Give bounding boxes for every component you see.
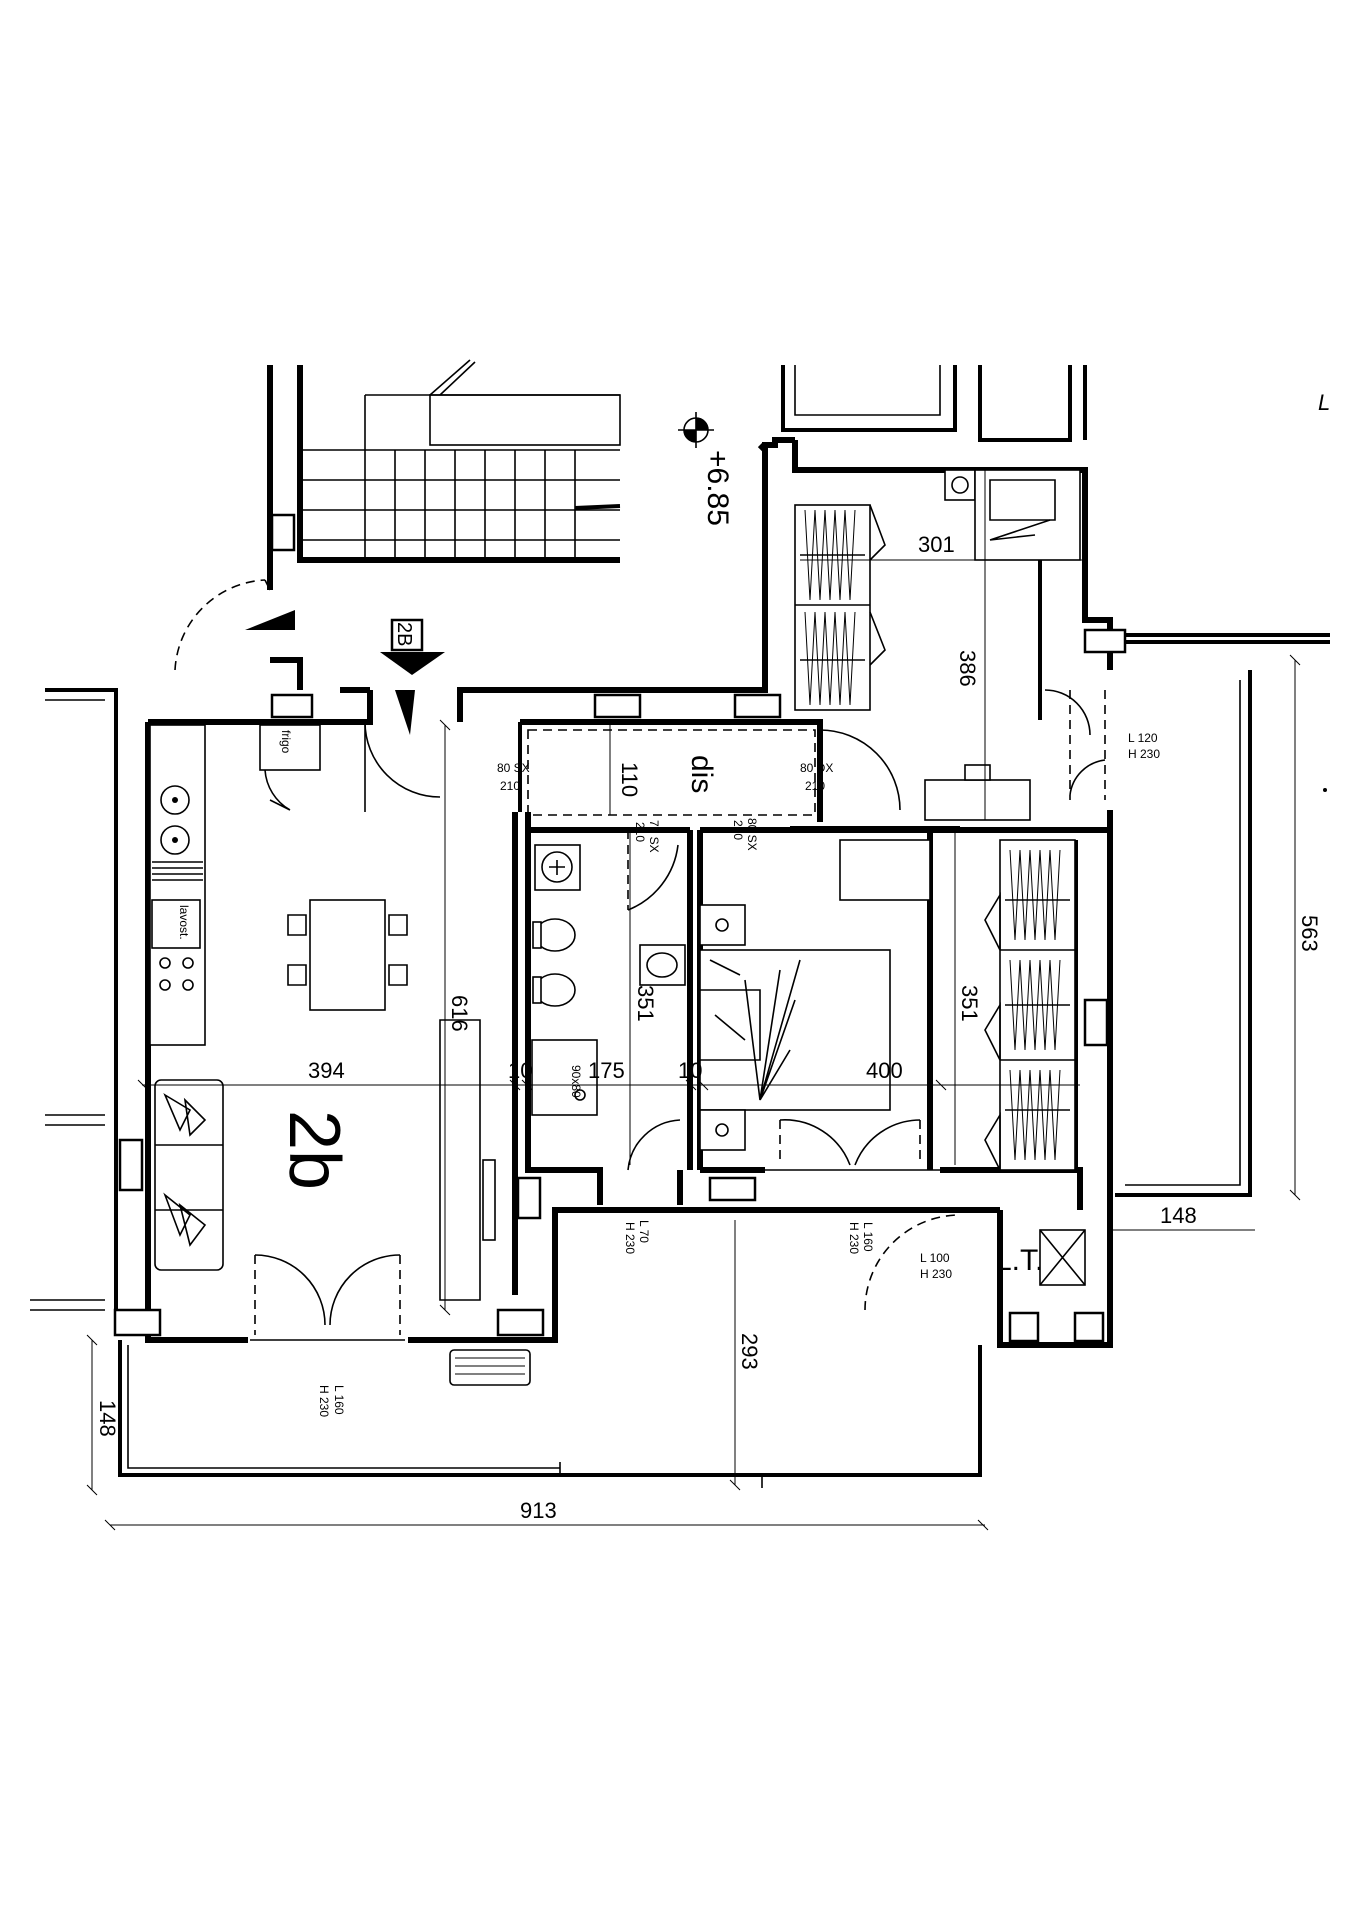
door-dis-right-h: 210 bbox=[805, 779, 825, 793]
entrance-tag: 2B bbox=[393, 622, 415, 646]
door-bath-h: 210 bbox=[633, 822, 647, 842]
level-label: +6.85 bbox=[701, 450, 734, 526]
dim-bedroom-height: 351 bbox=[957, 985, 982, 1022]
unit-label: 2b bbox=[274, 1110, 354, 1190]
bedroom-2: L 120 H 230 bbox=[794, 469, 1160, 821]
columns bbox=[113, 513, 1127, 1343]
window-bedroom-w: L 160 bbox=[861, 1222, 875, 1252]
dim-bedroom2-height: 386 bbox=[955, 650, 980, 687]
fridge-label: frigo bbox=[279, 730, 293, 754]
technical-room: L.T. L 100 H 230 L 160 H 230 bbox=[317, 1214, 1086, 1417]
living-furniture: lavost. frigo bbox=[149, 721, 531, 1386]
dim-bath-height: 351 bbox=[633, 985, 658, 1022]
window-bedroom2-h: H 230 bbox=[1128, 747, 1160, 761]
door-bath-w: 75 SX bbox=[647, 820, 661, 853]
terraces: L bbox=[118, 390, 1330, 1488]
dim-terrace-depth: 293 bbox=[737, 1333, 762, 1370]
dim-bath-width: 175 bbox=[588, 1058, 625, 1083]
door-bed-h: 210 bbox=[731, 820, 745, 840]
window-living-w: L 160 bbox=[332, 1385, 346, 1415]
dishwasher-label: lavost. bbox=[177, 905, 191, 940]
door-bed-w: 80 SX bbox=[745, 818, 759, 851]
bathroom: 90x80 75 SX 210 L 70 H 230 bbox=[531, 820, 686, 1254]
level-marker: +6.85 bbox=[678, 412, 734, 526]
entrance: 2B bbox=[174, 579, 445, 735]
dim-right-balcony-depth: 148 bbox=[1160, 1203, 1197, 1228]
dim-bedroom-width: 400 bbox=[866, 1058, 903, 1083]
window-bath-w: L 70 bbox=[637, 1220, 651, 1243]
distribution: dis 80 SX 210 80 DX 210 bbox=[497, 729, 901, 811]
dim-terrace-offset: 148 bbox=[95, 1400, 120, 1437]
stairwell bbox=[267, 359, 621, 590]
window-bedroom2-w: L 120 bbox=[1128, 731, 1158, 745]
corner-mark: L bbox=[1318, 390, 1330, 415]
window-living-h: H 230 bbox=[317, 1385, 331, 1417]
dim-bedroom2-width: 301 bbox=[918, 532, 955, 557]
dim-living-height: 616 bbox=[447, 995, 472, 1032]
shower-label: 90x80 bbox=[569, 1065, 583, 1098]
dim-wall-left: 10 bbox=[508, 1058, 532, 1083]
outer-walls bbox=[30, 365, 1330, 1343]
window-technical-h: H 230 bbox=[920, 1267, 952, 1281]
door-dis-left-h: 210 bbox=[500, 779, 520, 793]
bedroom: 80 SX 210 L 160 H 230 bbox=[699, 818, 1076, 1254]
dim-right-balcony-height: 563 bbox=[1297, 915, 1322, 952]
window-technical-w: L 100 bbox=[920, 1251, 950, 1265]
dim-total-width: 913 bbox=[520, 1498, 557, 1523]
dim-dis-height: 110 bbox=[617, 762, 642, 797]
window-bath-h: H 230 bbox=[623, 1222, 637, 1254]
door-dis-left-w: 80 SX bbox=[497, 761, 530, 775]
distribution-label: dis bbox=[685, 755, 718, 793]
window-bedroom-h: H 230 bbox=[847, 1222, 861, 1254]
dim-living-width: 394 bbox=[308, 1058, 345, 1083]
dimension-lines: 394 616 10 175 10 400 351 351 301 386 11… bbox=[86, 470, 1322, 1531]
technical-room-label: L.T. bbox=[995, 1244, 1043, 1277]
door-dis-right-w: 80 DX bbox=[800, 761, 833, 775]
dim-wall-right: 10 bbox=[678, 1058, 702, 1083]
